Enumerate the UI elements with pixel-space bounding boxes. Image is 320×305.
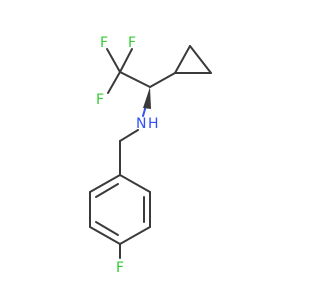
bond-c-f2 (119, 48, 133, 73)
bond-ar-double-3 (95, 183, 119, 198)
atom-label-f1: F (100, 35, 108, 51)
bond-c-f1 (106, 48, 121, 73)
bond-ar-3 (119, 226, 151, 245)
atom-label-f3: F (96, 92, 104, 108)
atom-label-f4: F (116, 260, 124, 276)
bond-cf3-chiral (119, 71, 151, 88)
stereo-wedge-bond (143, 87, 151, 109)
atom-label-n: N (136, 116, 146, 132)
bond-ring-chiral (149, 72, 176, 88)
molecule-structure: F F F N H F (89, 35, 212, 276)
bond-n-ch2 (119, 129, 139, 142)
bonds (89, 45, 212, 259)
bond-ar-double-2 (95, 221, 119, 236)
structure-drawing: F F F N H F (89, 35, 212, 276)
bond-ar-6 (89, 174, 121, 193)
bond-ring-2 (189, 45, 212, 74)
atom-label-f2: F (128, 35, 136, 51)
bond-c-f3 (107, 71, 121, 94)
bond-ar-1 (119, 174, 151, 193)
bond-ring-1 (174, 45, 191, 74)
atom-label-h: H (148, 116, 159, 132)
bond-ar-4 (89, 226, 121, 245)
